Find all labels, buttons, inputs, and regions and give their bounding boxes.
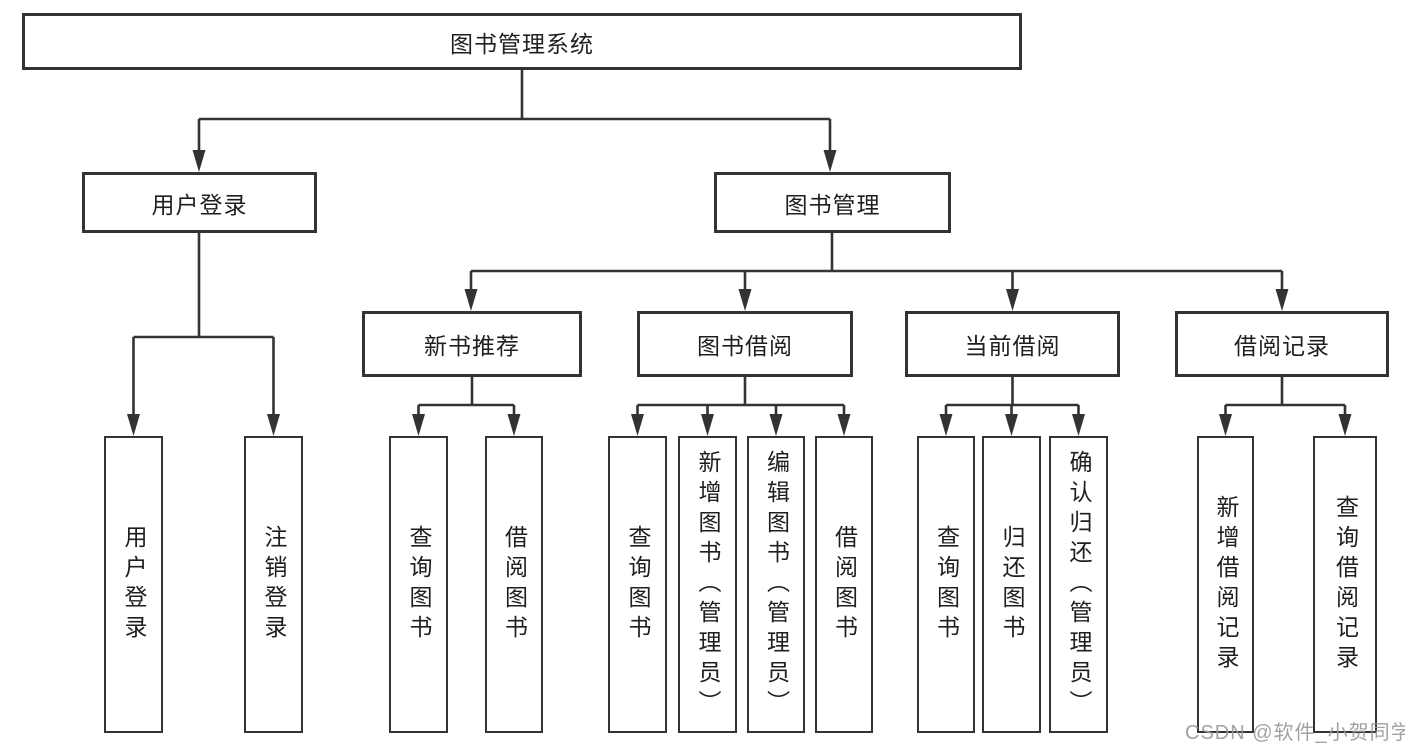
- node-borrow-records-label: 借阅记录: [1234, 333, 1330, 359]
- leaf-borrow-books-label: 借阅图书: [831, 524, 858, 645]
- leaf-add-borrow-record-label: 新增借阅记录: [1213, 494, 1239, 675]
- leaf-query-books-recommend-label: 查询图书: [406, 524, 432, 645]
- leaf-add-borrow-record: 新增借阅记录: [1197, 436, 1254, 733]
- node-book-borrow: 图书借阅: [637, 311, 853, 377]
- leaf-add-book-admin: 新增图书（管理员）: [678, 436, 737, 733]
- node-current-borrow: 当前借阅: [905, 311, 1120, 377]
- leaf-return-book-label: 归还图书: [999, 524, 1025, 645]
- leaf-add-book-admin-label: 新增图书（管理员）: [695, 449, 721, 720]
- leaf-borrow-books-recommend-label: 借阅图书: [501, 524, 528, 645]
- leaf-query-books-current-label: 查询图书: [933, 524, 960, 645]
- leaf-query-books-borrow-label: 查询图书: [625, 524, 651, 645]
- leaf-edit-book-admin: 编辑图书（管理员）: [747, 436, 805, 733]
- node-new-book-recommend-label: 新书推荐: [424, 333, 520, 359]
- leaf-logout-login: 注销登录: [244, 436, 303, 733]
- leaf-borrow-books: 借阅图书: [815, 436, 873, 733]
- node-root: 图书管理系统: [22, 13, 1022, 70]
- leaf-query-borrow-record: 查询借阅记录: [1313, 436, 1377, 733]
- node-book-management: 图书管理: [714, 172, 951, 233]
- node-book-borrow-label: 图书借阅: [697, 333, 793, 359]
- node-current-borrow-label: 当前借阅: [964, 333, 1061, 359]
- leaf-confirm-return-admin: 确认归还（管理员）: [1049, 436, 1108, 733]
- node-user-login-label: 用户登录: [151, 191, 248, 218]
- leaf-query-books-current: 查询图书: [917, 436, 975, 733]
- csdn-watermark: CSDN @软件_小贺同学: [1185, 722, 1405, 744]
- leaf-edit-book-admin-label: 编辑图书（管理员）: [763, 449, 790, 720]
- leaf-query-borrow-record-label: 查询借阅记录: [1332, 494, 1359, 675]
- node-root-label: 图书管理系统: [450, 30, 594, 57]
- leaf-query-books-recommend: 查询图书: [389, 436, 448, 733]
- node-new-book-recommend: 新书推荐: [362, 311, 582, 377]
- leaf-return-book: 归还图书: [982, 436, 1041, 733]
- node-user-login: 用户登录: [82, 172, 317, 233]
- leaf-query-books-borrow: 查询图书: [608, 436, 667, 733]
- node-borrow-records: 借阅记录: [1175, 311, 1389, 377]
- leaf-logout-login-label: 注销登录: [261, 524, 287, 645]
- leaf-borrow-books-recommend: 借阅图书: [485, 436, 543, 733]
- leaf-user-login: 用户登录: [104, 436, 163, 733]
- arrowheads: [127, 150, 1352, 436]
- leaf-user-login-label: 用户登录: [121, 524, 147, 645]
- leaf-confirm-return-admin-label: 确认归还（管理员）: [1066, 449, 1092, 720]
- node-book-management-label: 图书管理: [784, 191, 881, 218]
